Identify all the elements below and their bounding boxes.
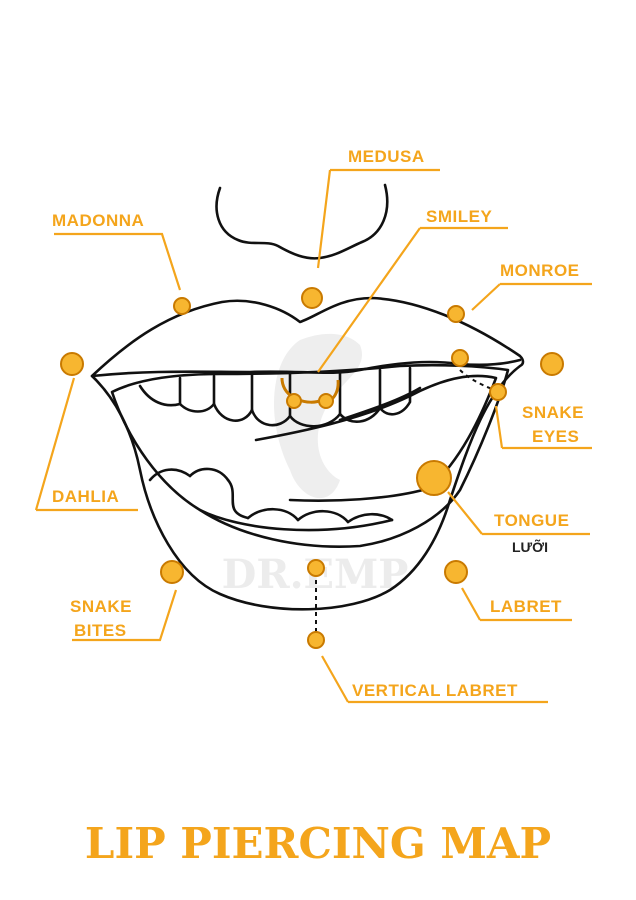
- label-snake-bites-line2: BITES: [74, 621, 127, 640]
- label-vertical-labret: VERTICAL LABRET: [352, 681, 518, 700]
- medusa-bead: [301, 287, 323, 309]
- label-tongue: TONGUE: [494, 511, 569, 530]
- tongue-midline: [338, 386, 422, 422]
- snake-bites-bead: [160, 560, 184, 584]
- label-snake-eyes-line2: EYES: [532, 427, 579, 446]
- leader-lines: [34, 168, 592, 704]
- snake-eyes-bead-right: [489, 383, 507, 401]
- page-title: LIP PIERCING MAP: [85, 819, 551, 868]
- label-smiley: SMILEY: [426, 207, 492, 226]
- nose-outline: [215, 183, 389, 260]
- dahlia-bead-right: [540, 352, 564, 376]
- tongue: [254, 374, 498, 502]
- label-monroe: MONROE: [500, 261, 580, 280]
- label-snake-bites-line1: SNAKE: [70, 597, 132, 616]
- labret-bead: [444, 560, 468, 584]
- vertical-labret-bead-bottom: [307, 631, 325, 649]
- smiley-bead-right: [318, 393, 334, 409]
- label-snake-eyes-line1: SNAKE: [522, 403, 584, 422]
- dahlia-bead-left: [60, 352, 84, 376]
- monroe-bead: [447, 305, 465, 323]
- label-tongue-sub: LƯỠI: [512, 538, 548, 555]
- label-dahlia: DAHLIA: [52, 487, 119, 506]
- smiley-bead-left: [286, 393, 302, 409]
- vertical-labret-bead-top: [307, 559, 325, 577]
- label-medusa: MEDUSA: [348, 147, 425, 166]
- lower-teeth: [148, 467, 394, 532]
- label-labret: LABRET: [490, 597, 562, 616]
- label-madonna: MADONNA: [52, 211, 144, 230]
- snake-eyes-bead-left: [451, 349, 469, 367]
- tongue-bead: [416, 460, 452, 496]
- piercing-beads: [60, 287, 564, 649]
- madonna-bead: [173, 297, 191, 315]
